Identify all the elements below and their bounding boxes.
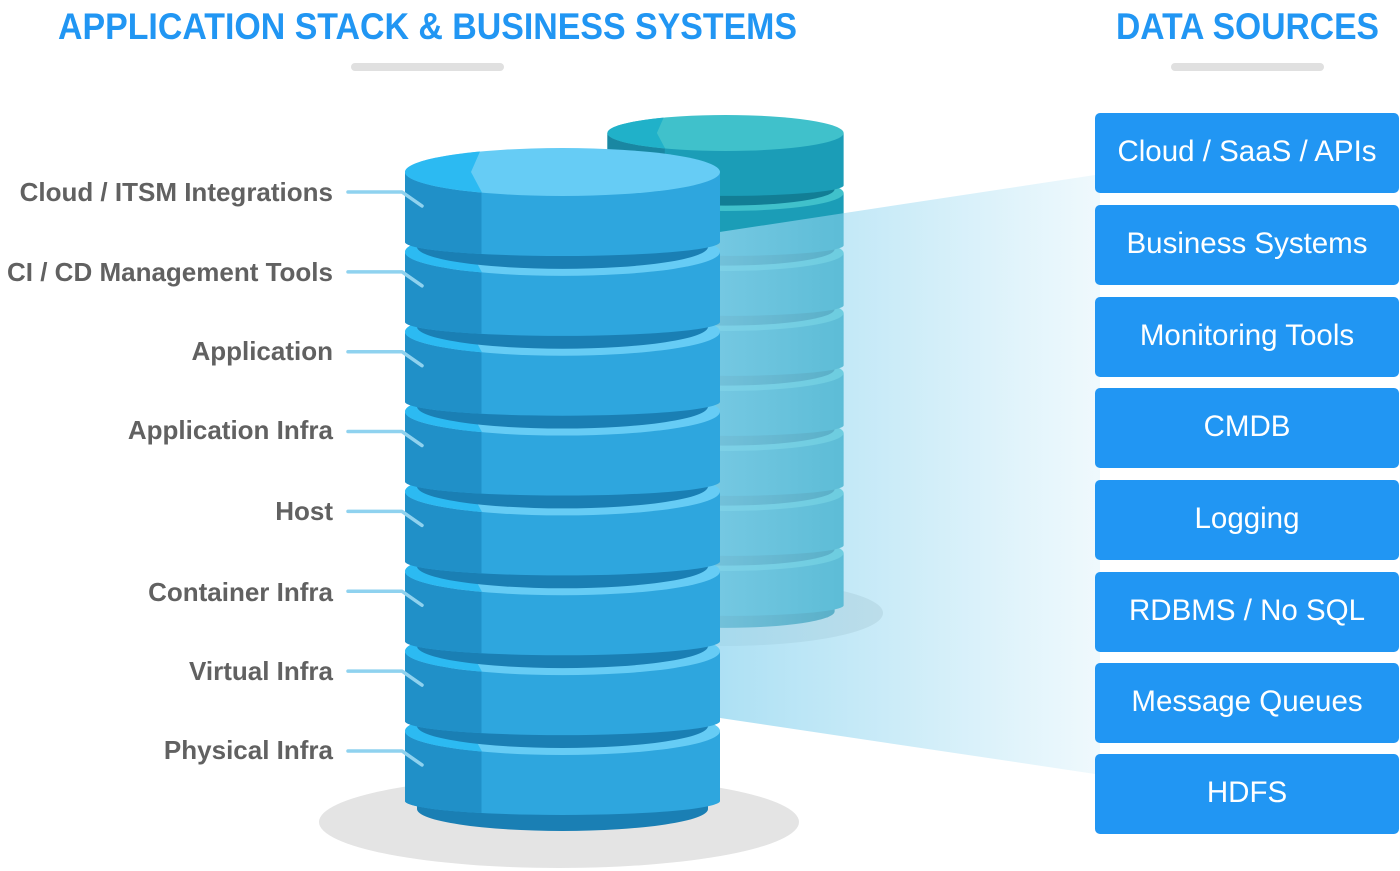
layer-side-shade [405, 491, 482, 574]
layer-connector-line [346, 589, 424, 607]
data-source-label: Logging [1194, 502, 1300, 535]
stack-layer-label: Application Infra [127, 415, 333, 445]
data-source-label: RDBMS / No SQL [1128, 594, 1366, 627]
layer-side-shade [405, 730, 482, 813]
application-stack-heading-text: APPLICATION STACK & BUSINESS SYSTEMS [58, 6, 798, 47]
layer-top-face-highlight [405, 151, 482, 193]
stack-layer-label: Virtual Infra [188, 656, 333, 686]
data-source-box: RDBMS / No SQL [1095, 572, 1399, 652]
data-flow-beam-group [700, 174, 1100, 775]
data-source-box: Cloud / SaaS / APIs [1095, 113, 1399, 193]
layer-connector-line [346, 190, 424, 208]
data-source-box: Business Systems [1095, 205, 1399, 285]
application-stack-cylinder [319, 148, 799, 868]
layer-connector-line [346, 429, 424, 448]
stack-layer-label: CI / CD Management Tools [7, 257, 333, 287]
data-source-box: HDFS [1095, 754, 1399, 834]
layer-side [405, 491, 720, 576]
layer-connector-line [346, 270, 424, 288]
application-stack-layer-1 [405, 148, 720, 256]
data-source-label: Cloud / SaaS / APIs [1117, 135, 1377, 168]
layer-side [405, 571, 720, 656]
data-source-label: Message Queues [1131, 685, 1363, 718]
layer-side [405, 730, 720, 815]
layer-side [405, 331, 720, 416]
data-source-label: HDFS [1206, 776, 1288, 809]
stack-layer-label: Cloud / ITSM Integrations [19, 177, 333, 207]
application-stack-heading: APPLICATION STACK & BUSINESS SYSTEMS [58, 8, 865, 45]
data-source-label: Monitoring Tools [1139, 319, 1355, 352]
stack-layer-label: Container Infra [148, 577, 333, 607]
data-source-box: Message Queues [1095, 663, 1399, 743]
layer-top-face [607, 115, 844, 151]
data-sources-heading: DATA SOURCES [1116, 8, 1400, 45]
layer-top-face-highlight [607, 117, 666, 149]
layer-connector-line [346, 669, 424, 687]
layer-side [405, 651, 720, 736]
stack-layer-label: Host [275, 496, 333, 526]
stack-layer-label: Application [191, 336, 333, 366]
data-sources-heading-text: DATA SOURCES [1115, 6, 1379, 47]
layer-side-shade [405, 172, 482, 255]
layer-side-shade [405, 651, 482, 734]
data-sources-heading-underline [1171, 63, 1324, 71]
data-source-box: Logging [1095, 480, 1399, 560]
data-source-box: CMDB [1095, 388, 1399, 468]
layer-side-shade [405, 251, 482, 334]
stack-layer-label: Physical Infra [163, 735, 333, 765]
layer-side-shade [405, 411, 482, 494]
layer-side [405, 251, 720, 336]
layer-side-shade [404, 331, 482, 414]
layer-connector-line [346, 749, 424, 767]
layer-top-face [405, 148, 720, 196]
application-stack-heading-underline [351, 63, 504, 71]
layer-side [405, 172, 720, 256]
layer-connector-lines [346, 190, 424, 767]
layer-side-shade [405, 571, 482, 654]
layer-connector-line [346, 349, 424, 368]
data-flow-beam [700, 174, 1100, 775]
layer-side [405, 411, 720, 496]
data-source-label: CMDB [1203, 410, 1291, 443]
data-source-label: Business Systems [1126, 227, 1368, 260]
data-source-box: Monitoring Tools [1095, 297, 1399, 377]
layer-connector-line [346, 509, 424, 528]
